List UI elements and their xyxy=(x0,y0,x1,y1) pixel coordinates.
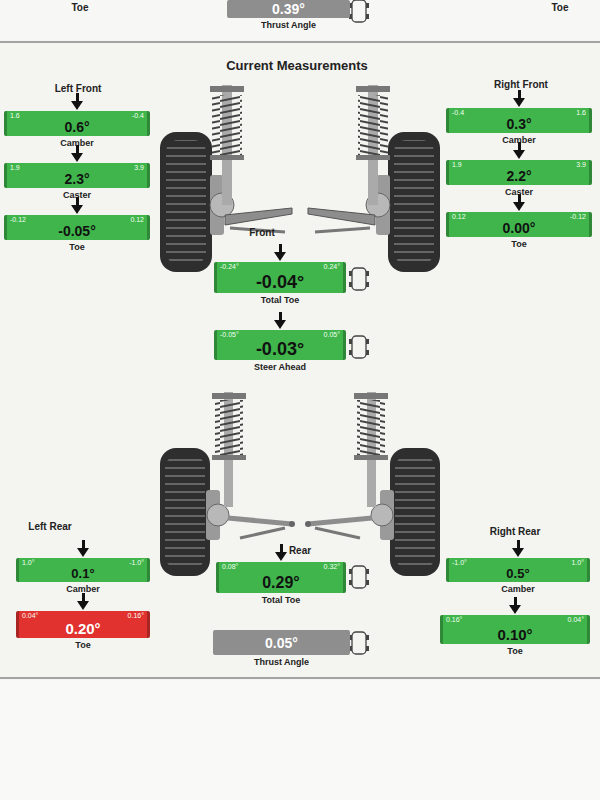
range-max: 1.6 xyxy=(576,109,586,117)
measured-value: 2.3° xyxy=(7,171,147,187)
part-label: Right Front xyxy=(494,79,548,90)
pointer-arrow xyxy=(275,552,287,561)
range-max: 0.24° xyxy=(324,263,340,271)
pointer-arrow xyxy=(77,548,89,557)
gauge-caption: Total Toe xyxy=(261,295,300,305)
measured-value: 0.00° xyxy=(449,220,589,236)
range-min: -0.12 xyxy=(10,216,26,224)
range-max: 1.0° xyxy=(571,559,584,567)
pointer-arrow xyxy=(77,601,89,610)
range-min: 0.12 xyxy=(452,213,466,221)
gauge-bar: -1.0°1.0°0.5°Camber xyxy=(446,558,590,582)
range-max: 0.32° xyxy=(324,563,340,571)
gauge-bar: -0.41.60.3°Camber xyxy=(446,108,592,133)
range-min: 0.04° xyxy=(22,612,38,620)
range-min: -0.24° xyxy=(220,263,239,271)
part-label: Right Rear xyxy=(490,526,541,537)
range-min: 1.6 xyxy=(10,112,20,120)
measured-value: 0.1° xyxy=(19,566,147,581)
range-max: 0.16° xyxy=(128,612,144,620)
gauge-caption: Toe xyxy=(507,646,522,656)
part-label: Toe xyxy=(71,2,88,13)
measured-value: 0.20° xyxy=(19,620,147,637)
gauge-bar: 1.93.92.2°Caster xyxy=(446,160,592,185)
measured-value: 0.10° xyxy=(443,626,587,643)
pointer-arrow xyxy=(513,98,525,107)
gauge-bar: -0.120.12-0.05°Toe xyxy=(4,215,150,240)
gauge-bar: 0.04°0.16°0.20°Toe xyxy=(16,611,150,638)
measured-value: 0.39° xyxy=(227,1,350,17)
measured-value: 0.6° xyxy=(7,119,147,135)
pointer-arrow xyxy=(71,205,83,214)
range-max: 0.12 xyxy=(130,216,144,224)
pointer-arrow xyxy=(509,605,521,614)
measured-value: -0.04° xyxy=(217,272,343,292)
range-max: -1.0° xyxy=(129,559,144,567)
gauge-caption: Camber xyxy=(501,584,535,594)
gauge-caption: Toe xyxy=(69,242,84,252)
measured-value: 0.3° xyxy=(449,116,589,132)
range-max: 3.9 xyxy=(576,161,586,169)
gauge-caption: Thrust Angle xyxy=(254,657,309,667)
thrust-angle-box: 0.05°Thrust Angle xyxy=(213,630,350,655)
pointer-arrow xyxy=(513,150,525,159)
range-min: 1.9 xyxy=(452,161,462,169)
measured-value: -0.03° xyxy=(217,339,343,359)
range-min: -1.0° xyxy=(452,559,467,567)
gauge-bar: -0.24°0.24°-0.04°Total Toe xyxy=(214,262,346,293)
pointer-arrow xyxy=(71,101,83,110)
range-max: -0.12 xyxy=(570,213,586,221)
part-label: Toe xyxy=(551,2,568,13)
pointer-arrow xyxy=(274,320,286,329)
part-label: Left Rear xyxy=(28,521,71,532)
gauge-bar: 0.16°0.04°0.10°Toe xyxy=(440,615,590,644)
gauge-caption: Steer Ahead xyxy=(254,362,306,372)
measured-value: 0.5° xyxy=(449,566,587,581)
gauge-bar: -0.05°0.05°-0.03°Steer Ahead xyxy=(214,330,346,360)
range-min: 1.9 xyxy=(10,164,20,172)
range-min: 1.0° xyxy=(22,559,35,567)
range-min: -0.05° xyxy=(220,331,239,339)
range-max: 0.04° xyxy=(568,616,584,624)
gauge-caption: Total Toe xyxy=(262,595,301,605)
range-min: -0.4 xyxy=(452,109,464,117)
pointer-arrow xyxy=(274,252,286,261)
range-max: 0.05° xyxy=(324,331,340,339)
gauge-bar: 1.93.92.3°Caster xyxy=(4,163,150,188)
gauge-bar: 0.12-0.120.00°Toe xyxy=(446,212,592,237)
range-max: 3.9 xyxy=(134,164,144,172)
measured-value: 2.2° xyxy=(449,168,589,184)
range-max: -0.4 xyxy=(132,112,144,120)
range-min: 0.16° xyxy=(446,616,462,624)
part-label: Front xyxy=(249,227,275,238)
gauge-bar: 1.6-0.40.6°Camber xyxy=(4,111,150,136)
gauge-caption: Thrust Angle xyxy=(261,20,316,30)
gauge-caption: Toe xyxy=(511,239,526,249)
measured-value: 0.29° xyxy=(219,574,343,592)
measured-value: 0.05° xyxy=(213,635,350,651)
gauge-caption: Toe xyxy=(75,640,90,650)
pointer-arrow xyxy=(512,548,524,557)
page-title: Current Measurements xyxy=(226,58,368,73)
gauge-bar: 1.0°-1.0°0.1°Camber xyxy=(16,558,150,582)
measured-value: -0.05° xyxy=(7,223,147,239)
range-min: 0.08° xyxy=(222,563,238,571)
pointer-arrow xyxy=(71,153,83,162)
part-label: Rear xyxy=(289,545,311,556)
pointer-arrow xyxy=(513,202,525,211)
thrust-angle-box: 0.39°Thrust Angle xyxy=(227,0,350,18)
gauge-bar: 0.08°0.32°0.29°Total Toe xyxy=(216,562,346,593)
